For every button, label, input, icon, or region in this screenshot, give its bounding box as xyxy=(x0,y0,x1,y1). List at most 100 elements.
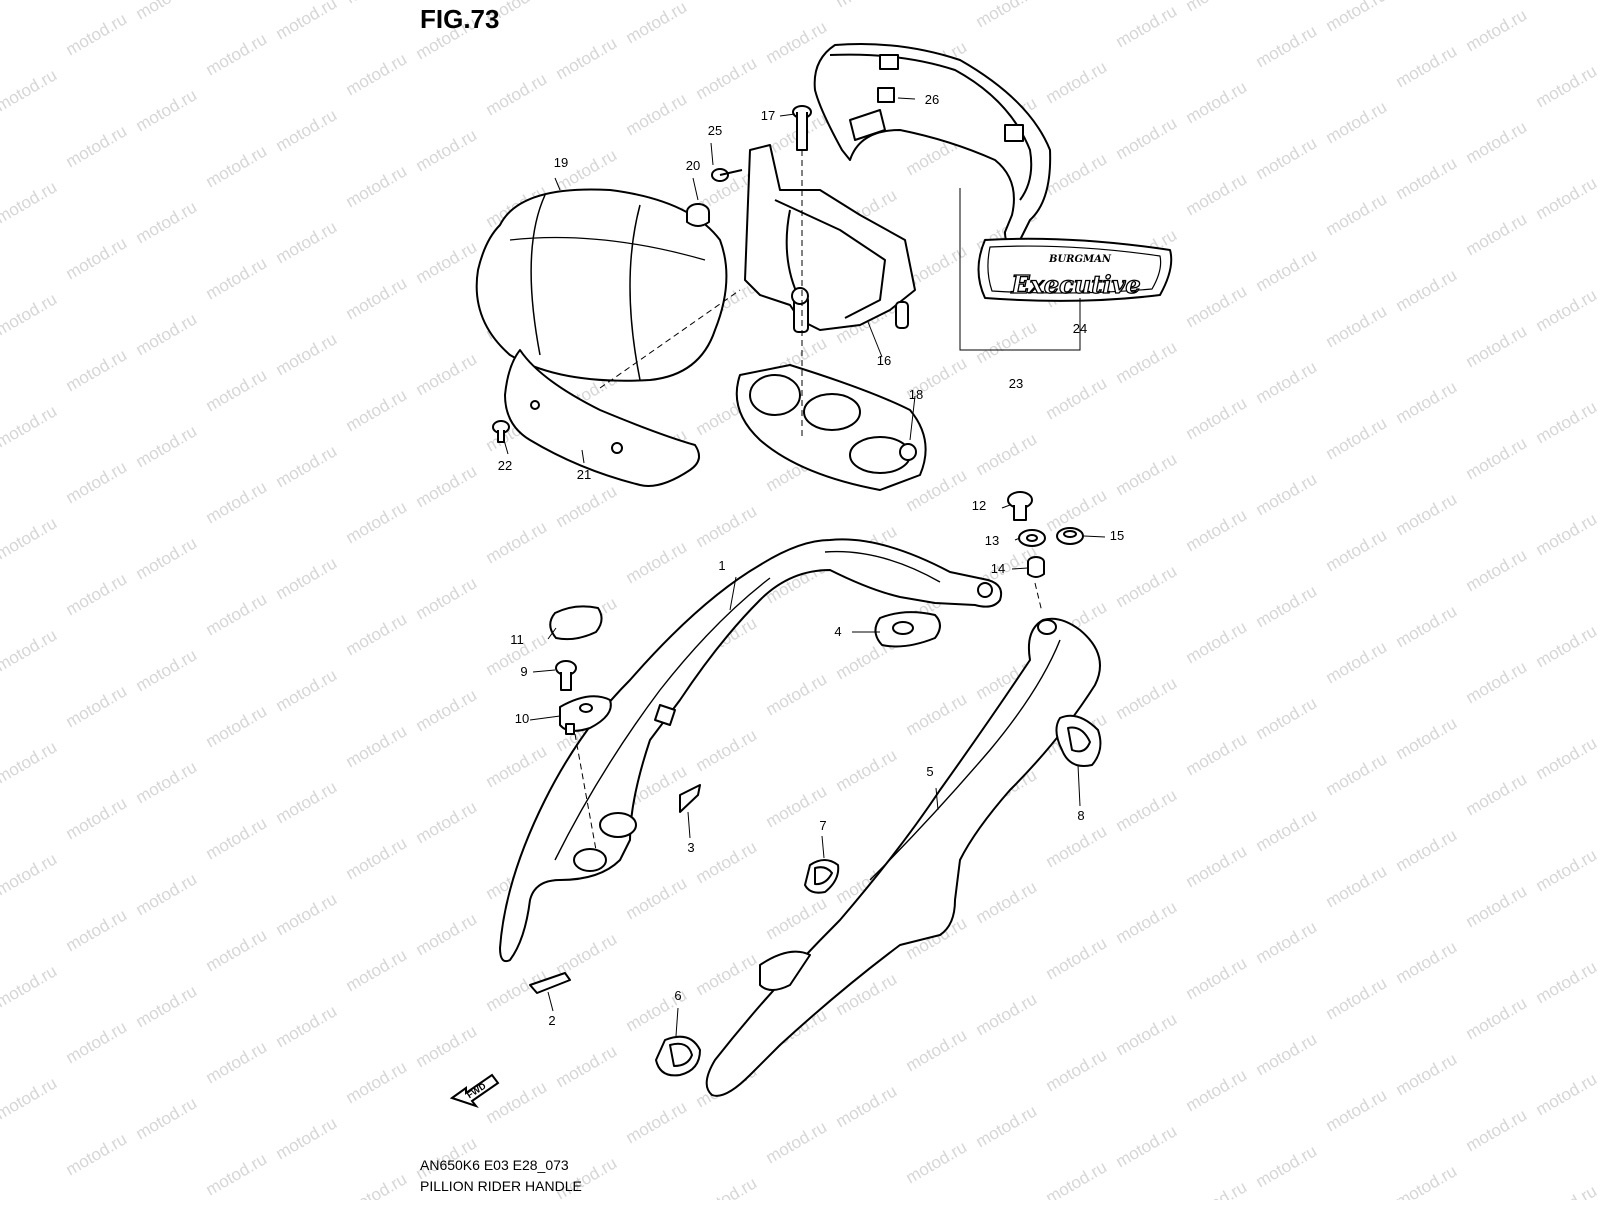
callout-20: 20 xyxy=(686,158,700,173)
watermark-text: motod.ru xyxy=(1533,285,1600,335)
watermark-text: motod.ru xyxy=(693,725,761,775)
watermark-text: motod.ru xyxy=(343,721,411,771)
watermark-text: motod.ru xyxy=(483,741,551,791)
watermark-text: motod.ru xyxy=(343,385,411,435)
watermark-text: motod.ru xyxy=(1463,321,1531,371)
watermark-text: motod.ru xyxy=(1533,1069,1600,1119)
watermark-text: motod.ru xyxy=(1463,1105,1531,1155)
watermark-text: motod.ru xyxy=(0,1073,60,1123)
watermark-text: motod.ru xyxy=(903,1025,971,1075)
watermark-text: motod.ru xyxy=(413,349,481,399)
callout-8: 8 xyxy=(1077,808,1084,823)
watermark-text: motod.ru xyxy=(1393,489,1461,539)
part-15-nut xyxy=(1057,528,1083,544)
watermark-text: motod.ru xyxy=(1043,1157,1111,1200)
watermark-text: motod.ru xyxy=(833,1081,901,1131)
watermark-text: motod.ru xyxy=(1323,749,1391,799)
watermark-text: motod.ru xyxy=(903,689,971,739)
watermark-text: motod.ru xyxy=(133,981,201,1031)
watermark-text: motod.ru xyxy=(273,889,341,939)
part-4-grommet xyxy=(875,612,940,646)
watermark-text: motod.ru xyxy=(63,1017,131,1067)
watermark-text: motod.ru xyxy=(1393,601,1461,651)
watermark-text: motod.ru xyxy=(203,29,271,79)
callout-14: 14 xyxy=(991,561,1005,576)
watermark-text: motod.ru xyxy=(1113,897,1181,947)
watermark-text: motod.ru xyxy=(1253,1141,1321,1191)
watermark-text: motod.ru xyxy=(63,905,131,955)
callout-25: 25 xyxy=(708,123,722,138)
watermark-text: motod.ru xyxy=(133,85,201,135)
watermark-text: motod.ru xyxy=(483,517,551,567)
watermark-text: motod.ru xyxy=(1533,1181,1600,1200)
callout-10: 10 xyxy=(515,711,529,726)
watermark-text: motod.ru xyxy=(1463,769,1531,819)
watermark-text: motod.ru xyxy=(1533,957,1600,1007)
watermark-text: motod.ru xyxy=(133,309,201,359)
watermark-text: motod.ru xyxy=(553,929,621,979)
watermark-text: motod.ru xyxy=(343,273,411,323)
watermark-text: motod.ru xyxy=(1043,933,1111,983)
watermark-text: motod.ru xyxy=(203,701,271,751)
callout-24: 24 xyxy=(1073,321,1087,336)
emblem-top-text: BURGMAN xyxy=(1048,254,1112,265)
watermark-text: motod.ru xyxy=(133,197,201,247)
watermark-text: motod.ru xyxy=(1113,337,1181,387)
watermark-text: motod.ru xyxy=(1393,1049,1461,1099)
watermark-text: motod.ru xyxy=(413,909,481,959)
watermark-text: motod.ru xyxy=(553,145,621,195)
watermark-text: motod.ru xyxy=(1463,209,1531,259)
watermark-text: motod.ru xyxy=(973,989,1041,1039)
callout-7: 7 xyxy=(819,818,826,833)
watermark-text: motod.ru xyxy=(0,849,60,899)
watermark-text: motod.ru xyxy=(0,513,60,563)
watermark-text: motod.ru xyxy=(1183,77,1251,127)
callout-16: 16 xyxy=(877,353,891,368)
watermark-text: motod.ru xyxy=(1253,21,1321,71)
watermark-text: motod.ru xyxy=(1183,617,1251,667)
watermark-text: motod.ru xyxy=(1393,713,1461,763)
watermark-text: motod.ru xyxy=(1323,97,1391,147)
watermark-text: motod.ru xyxy=(1183,0,1251,15)
watermark-text: motod.ru xyxy=(1463,433,1531,483)
watermark-text: motod.ru xyxy=(0,737,60,787)
watermark-text: motod.ru xyxy=(413,797,481,847)
watermark-text: motod.ru xyxy=(1043,821,1111,871)
watermark-text: motod.ru xyxy=(1533,621,1600,671)
watermark-text: motod.ru xyxy=(413,125,481,175)
watermark-text: motod.ru xyxy=(1463,881,1531,931)
watermark-text: motod.ru xyxy=(553,1041,621,1091)
watermark-text: motod.ru xyxy=(1533,397,1600,447)
watermark-text: motod.ru xyxy=(1253,693,1321,743)
watermark-text: motod.ru xyxy=(273,1113,341,1163)
part-20-spacer xyxy=(687,204,709,226)
watermark-text: motod.ru xyxy=(0,625,60,675)
watermark-text: motod.ru xyxy=(0,65,60,115)
watermark-text: motod.ru xyxy=(903,1137,971,1187)
watermark-text: motod.ru xyxy=(973,1101,1041,1151)
watermark-text: motod.ru xyxy=(1253,581,1321,631)
watermark-text: motod.ru xyxy=(1183,169,1251,219)
watermark-text: motod.ru xyxy=(1113,1121,1181,1171)
callout-3: 3 xyxy=(687,840,694,855)
watermark-text: motod.ru xyxy=(1533,733,1600,783)
watermark-text: motod.ru xyxy=(1323,413,1391,463)
watermark-text: motod.ru xyxy=(343,0,411,7)
part-12-bolt xyxy=(1008,492,1032,520)
callout-4: 4 xyxy=(834,624,841,639)
watermark-text: motod.ru xyxy=(63,9,131,59)
watermark-text: motod.ru xyxy=(553,33,621,83)
watermark-text: motod.ru xyxy=(1253,245,1321,295)
callout-5: 5 xyxy=(926,764,933,779)
watermark-text: motod.ru xyxy=(973,317,1041,367)
watermark-text: motod.ru xyxy=(763,893,831,943)
watermark-text: motod.ru xyxy=(1533,173,1600,223)
watermark-text: motod.ru xyxy=(203,589,271,639)
watermark-text: motod.ru xyxy=(1253,917,1321,967)
watermark-text: motod.ru xyxy=(413,1021,481,1071)
callout-21: 21 xyxy=(577,467,591,482)
watermark-text: motod.ru xyxy=(1113,113,1181,163)
watermark-text: motod.ru xyxy=(63,233,131,283)
watermark-text: motod.ru xyxy=(1393,937,1461,987)
watermark-text: motod.ru xyxy=(763,669,831,719)
